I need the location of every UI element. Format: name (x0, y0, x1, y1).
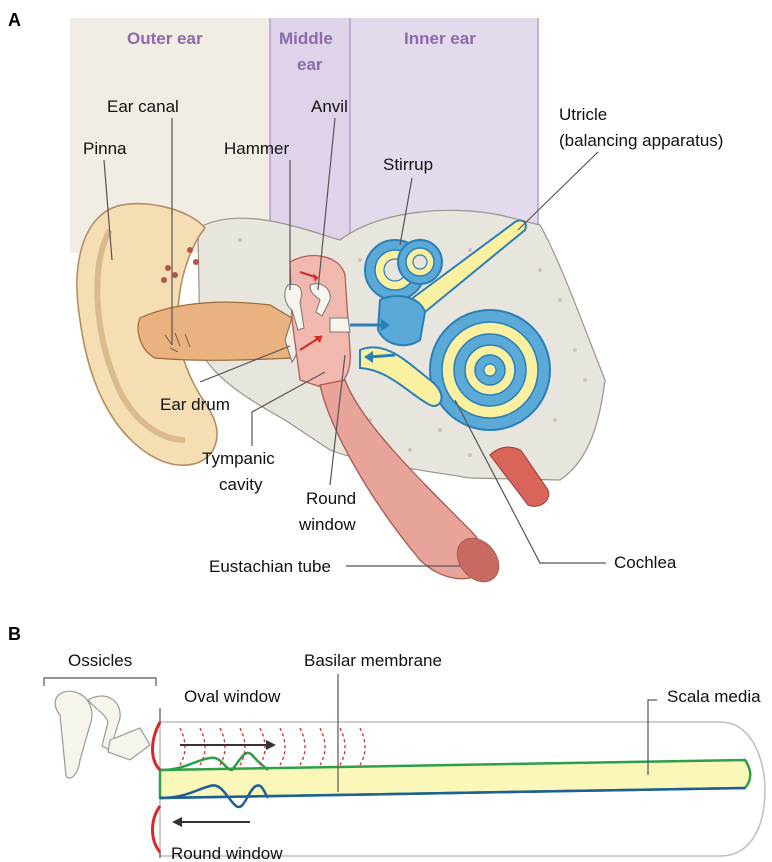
label-utricle-line1: Utricle (559, 105, 607, 124)
label-ossicles: Ossicles (68, 651, 132, 670)
label-round-window-line2: window (298, 515, 356, 534)
label-tympanic-line1: Tympanic (202, 449, 275, 468)
panel-a-letter: A (8, 10, 21, 30)
ossicles-drawing (55, 691, 150, 778)
label-cochlea: Cochlea (614, 553, 677, 572)
middle-ear-label-line1: Middle (279, 29, 333, 48)
label-scala-media: Scala media (667, 687, 761, 706)
middle-ear-band (270, 18, 350, 253)
round-window-membrane (153, 806, 161, 852)
label-anvil: Anvil (311, 97, 348, 116)
label-eustachian-tube: Eustachian tube (209, 557, 331, 576)
label-pinna: Pinna (83, 139, 127, 158)
ear-canal-shape (138, 302, 292, 360)
label-ear-drum: Ear drum (160, 395, 230, 414)
middle-ear-label-line2: ear (297, 55, 323, 74)
stirrup-ossicle (330, 318, 350, 332)
inner-ear-label: Inner ear (404, 29, 476, 48)
outer-ear-label: Outer ear (127, 29, 203, 48)
oval-window-membrane (153, 722, 161, 770)
ossicles-bracket (44, 678, 156, 686)
label-round-window-line1: Round (306, 489, 356, 508)
cochlea-spiral (430, 310, 550, 430)
label-oval-window: Oval window (184, 687, 281, 706)
label-ear-canal: Ear canal (107, 97, 179, 116)
panel-b-letter: B (8, 624, 21, 644)
ossicle-hammer-b (55, 691, 92, 778)
arrow-blue-2 (370, 355, 395, 357)
label-round-window-b: Round window (171, 844, 283, 862)
label-tympanic-line2: cavity (219, 475, 263, 494)
label-stirrup: Stirrup (383, 155, 433, 174)
label-utricle-line2: (balancing apparatus) (559, 131, 723, 150)
vestibule (378, 296, 425, 345)
label-basilar-membrane: Basilar membrane (304, 651, 442, 670)
label-hammer: Hammer (224, 139, 290, 158)
